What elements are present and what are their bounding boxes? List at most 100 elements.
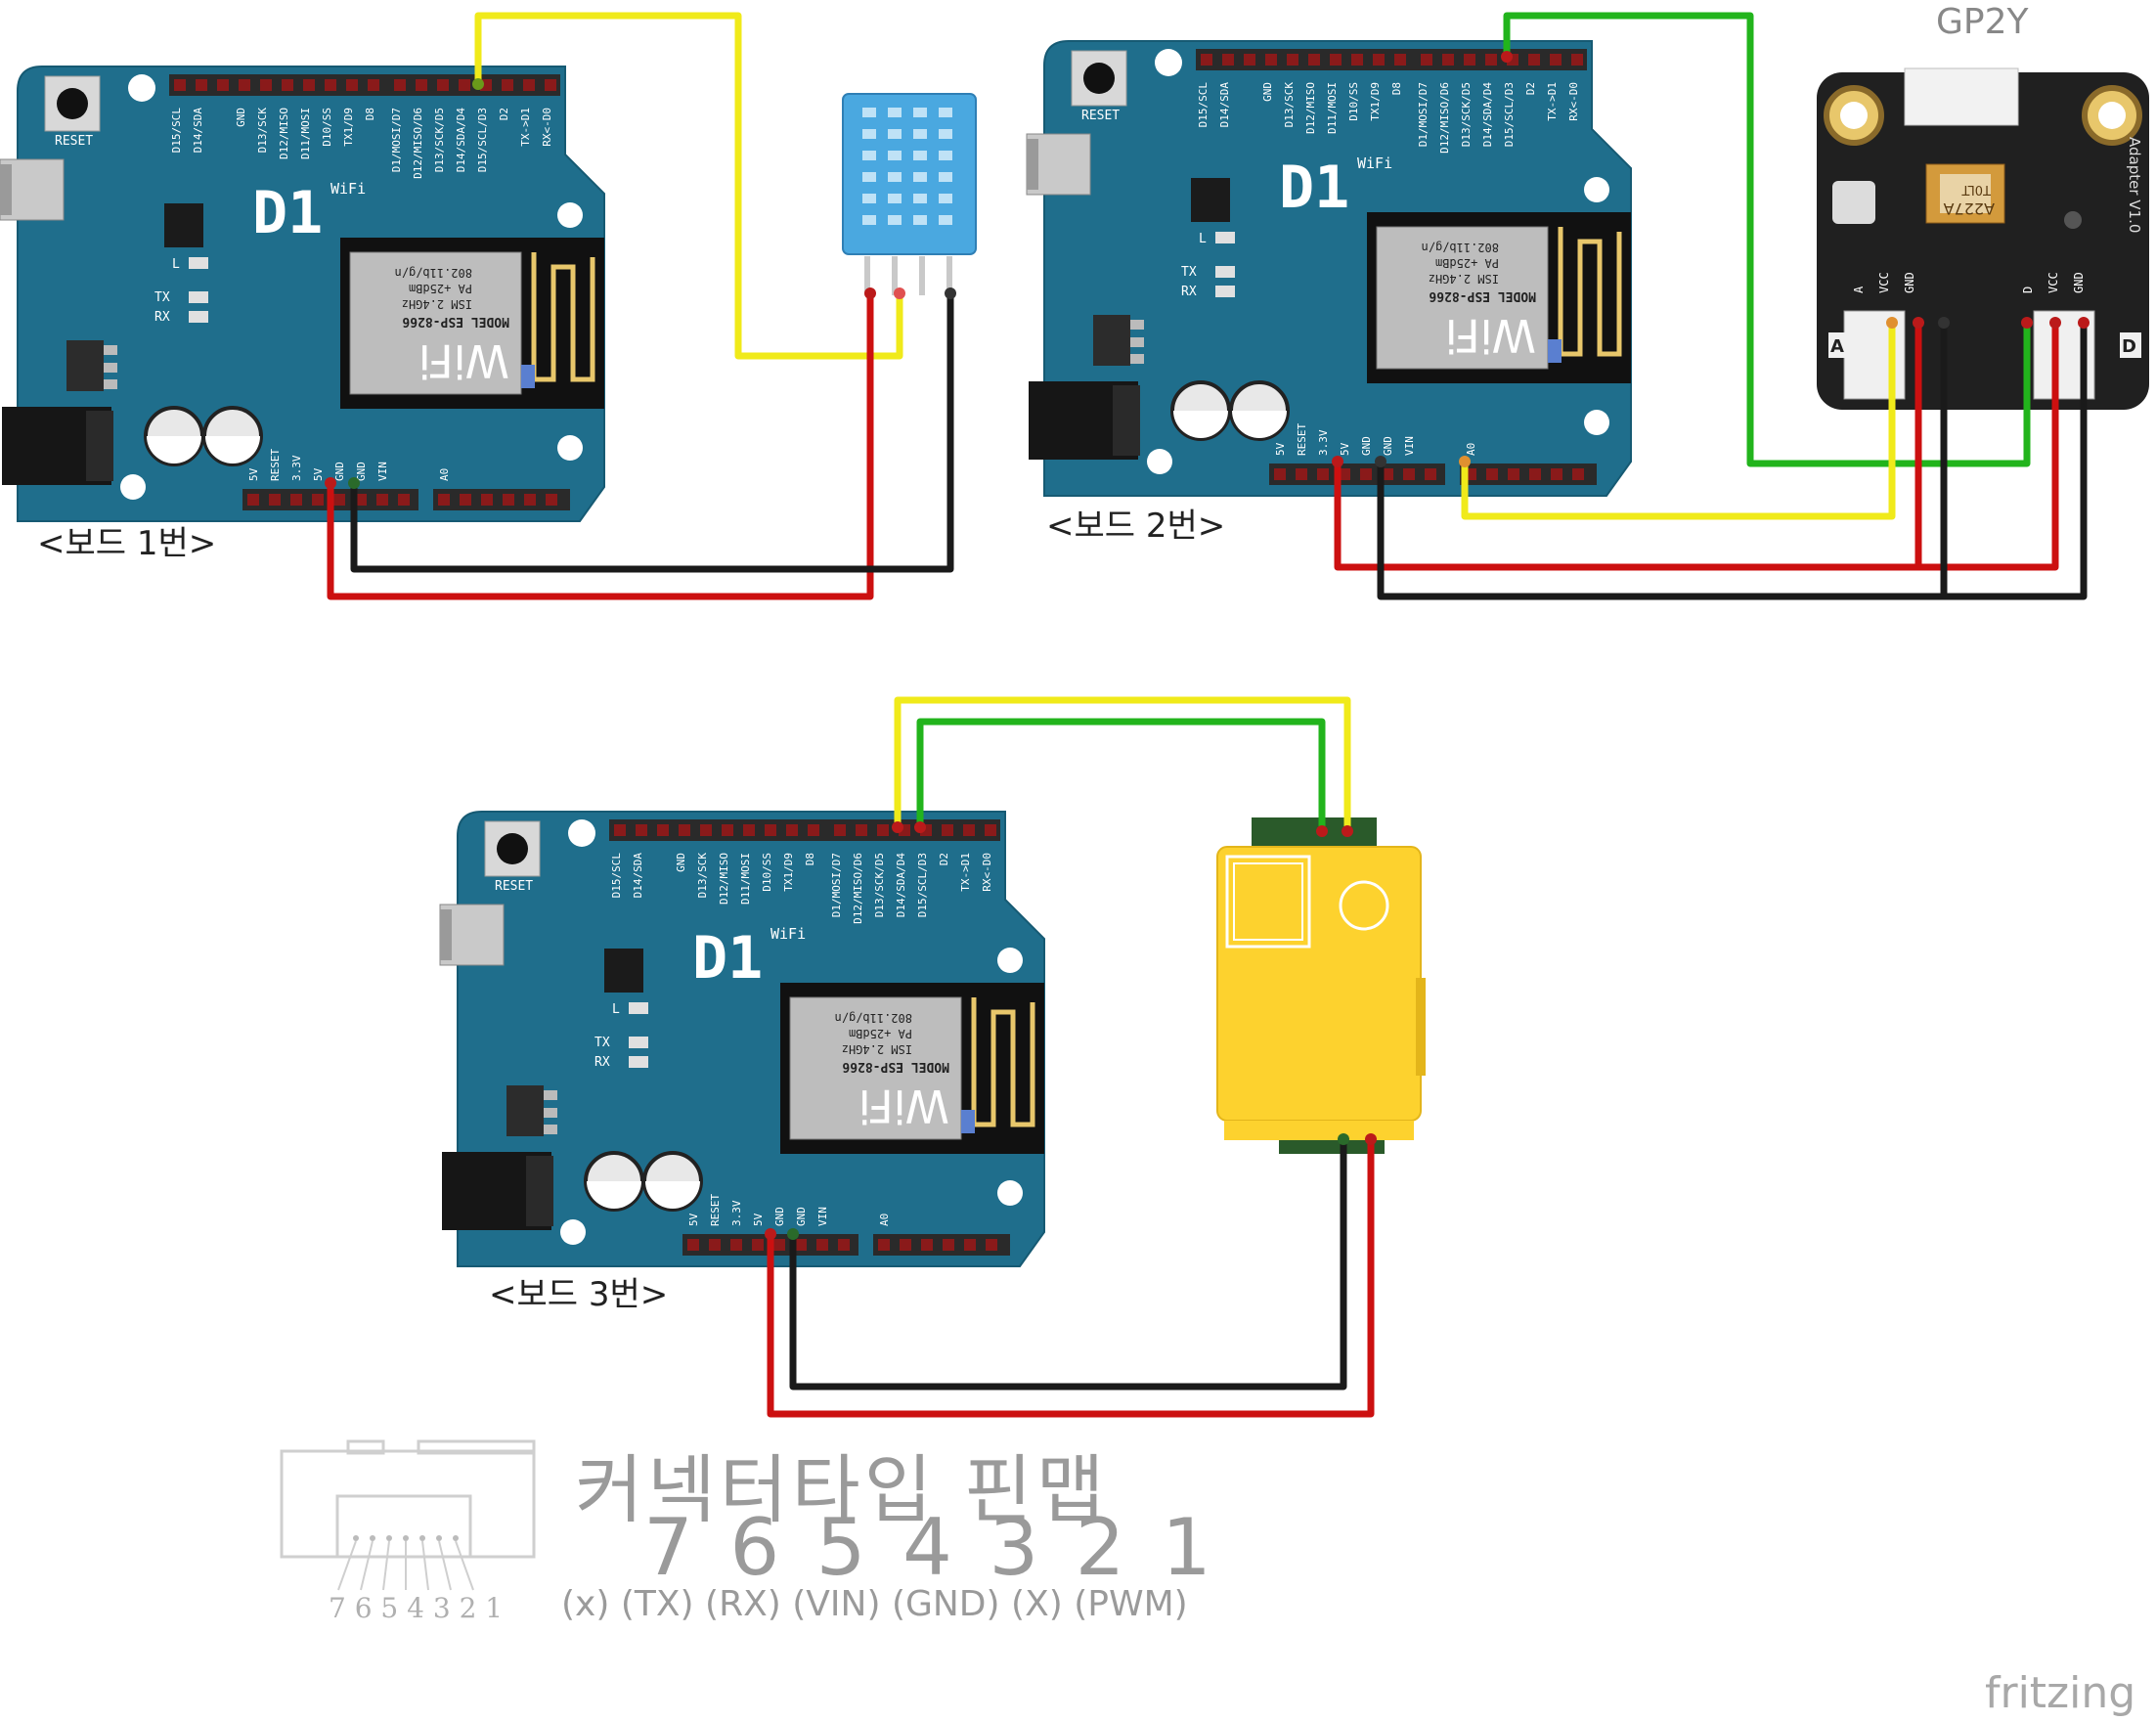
header-pin — [217, 79, 229, 91]
wifi-small-label: WiFi — [1357, 155, 1392, 172]
module-wifi-logo: WiFi — [418, 334, 509, 387]
header-pin — [1274, 468, 1286, 480]
header-pin — [239, 79, 250, 91]
header-pin — [808, 824, 819, 836]
connector-lead — [337, 1540, 357, 1591]
header-pin — [1528, 54, 1540, 66]
bottom-pin-a0-label: A0 — [438, 468, 451, 481]
pm-sensor — [1216, 817, 1426, 1154]
dht-vent — [888, 151, 902, 160]
pinmap-numbers: 7 6 5 4 3 2 1 — [643, 1502, 1217, 1593]
top-pin-label: D11/MOSI — [1326, 82, 1339, 134]
top-pin-label: D14/SDA — [632, 853, 644, 899]
gp2y-pin-label: GND — [2072, 272, 2086, 293]
dht-vent — [913, 172, 927, 182]
led-l-label: L — [172, 257, 180, 272]
connector-pin — [453, 1535, 459, 1541]
header-pin — [795, 1239, 807, 1251]
header-pin — [481, 494, 493, 506]
header-pin — [1296, 468, 1307, 480]
top-pin-label: D13/SCK/D5 — [433, 108, 446, 172]
dht-vent — [888, 215, 902, 225]
gp2y-pin-label: D — [2021, 287, 2035, 293]
dht-vent — [888, 129, 902, 139]
dht-vent — [862, 151, 876, 160]
header-pin — [282, 79, 293, 91]
wire-endpoint — [892, 821, 903, 833]
header-pin — [437, 79, 449, 91]
led-l-label: L — [612, 1002, 620, 1017]
led-rx-label: RX — [154, 310, 170, 325]
top-pin-label: D10/SS — [321, 108, 333, 147]
bottom-pin-a0-label: A0 — [878, 1214, 891, 1226]
top-pin-label: D14/SDA/D4 — [1481, 82, 1494, 148]
header-pin — [743, 824, 755, 836]
header-pin — [679, 824, 690, 836]
module-std: 802.11b/g/n — [1422, 241, 1499, 254]
header-pin — [333, 494, 345, 506]
wire-endpoint — [1459, 456, 1471, 467]
bottom-pin-label: GND — [1360, 436, 1373, 456]
wire-endpoint — [787, 1228, 799, 1240]
wire-b3-yellow — [894, 696, 1351, 831]
header-pin — [459, 79, 470, 91]
gp2y-tag-right: D — [2122, 336, 2136, 357]
header-pin — [1572, 468, 1584, 480]
gp2y-title: GP2Y — [1936, 2, 2029, 42]
led-tx-label: TX — [154, 290, 170, 305]
bottom-pin-label: GND — [355, 462, 368, 481]
board-1-label: <보드 1번> — [37, 524, 217, 563]
wire-endpoint — [2049, 317, 2061, 329]
dht-vent — [862, 215, 876, 225]
led-tx-label: TX — [594, 1036, 610, 1050]
dht-vent-grid — [862, 108, 952, 225]
wire-endpoint — [2078, 317, 2090, 329]
header-pin — [394, 79, 406, 91]
dht-vent — [862, 129, 876, 139]
header-pin — [1339, 468, 1350, 480]
wire-b3-green — [916, 718, 1326, 831]
header-pin — [1222, 54, 1234, 66]
wire-endpoint — [2021, 317, 2033, 329]
pinmap-title: 커넥터타입 핀맵 — [575, 1446, 1109, 1533]
top-pin-label: D12/MISO — [278, 108, 290, 159]
header-pin — [856, 824, 867, 836]
reset-label: RESET — [495, 879, 533, 894]
connector-lead — [382, 1540, 390, 1591]
header-pin — [247, 494, 259, 506]
header-pin — [523, 79, 535, 91]
wire-endpoint — [472, 78, 484, 90]
gp2y-adapter — [1817, 67, 2149, 410]
top-pin-label: D8 — [1390, 82, 1403, 95]
header-pin — [636, 824, 647, 836]
header-pin — [1317, 468, 1329, 480]
bottom-pin-label: GND — [773, 1207, 786, 1226]
header-pin — [963, 824, 975, 836]
top-pin-label: D8 — [364, 108, 376, 120]
top-pin-label: TX1/D9 — [782, 853, 795, 892]
top-pin-label: TX->D1 — [1546, 82, 1559, 121]
top-pin-label: D12/MISO/D6 — [852, 853, 864, 924]
wire-endpoint — [325, 477, 336, 489]
connector-lead — [455, 1540, 474, 1591]
dht-vent — [939, 172, 952, 182]
header-pin — [700, 824, 712, 836]
wire-endpoint — [1501, 51, 1513, 63]
top-pin-label: D12/MISO — [718, 853, 730, 905]
gp2y-pin-label: VCC — [1877, 272, 1891, 293]
dht-vent — [913, 129, 927, 139]
header-pin — [900, 1239, 911, 1251]
header-pin — [1330, 54, 1342, 66]
module-pa: PA +25dBm — [849, 1027, 912, 1040]
gp2y-pin-label: GND — [1903, 272, 1916, 293]
header-pin — [878, 1239, 890, 1251]
bottom-pin-label: VIN — [1403, 436, 1416, 456]
brand-logo: D1 — [1279, 154, 1349, 222]
header-pin — [786, 824, 798, 836]
wire-endpoint — [1375, 456, 1386, 467]
wires — [327, 12, 2088, 1418]
top-pin-label: TX1/D9 — [342, 108, 355, 147]
wire-b2-yellow — [1461, 323, 1896, 520]
wire-b1-black — [350, 293, 954, 573]
header-pin — [303, 79, 315, 91]
